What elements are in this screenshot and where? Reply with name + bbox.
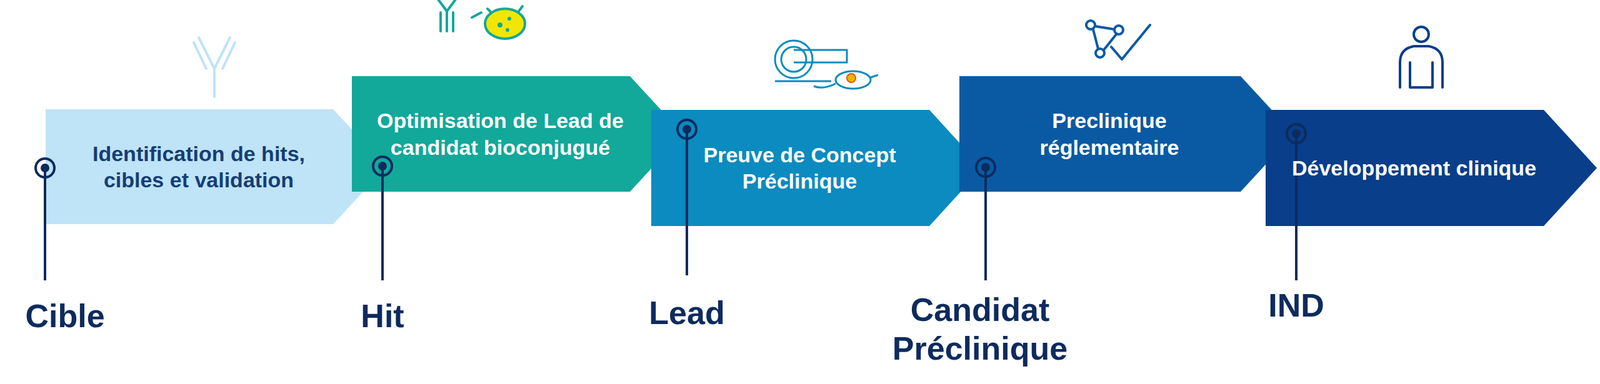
step-title: Preclinique réglementaire bbox=[984, 107, 1235, 161]
imaging-mouse-icon bbox=[775, 40, 879, 89]
chevron-fill bbox=[959, 76, 1294, 192]
milestone-label: Cible bbox=[2, 296, 128, 336]
person-icon bbox=[1400, 26, 1443, 88]
chevron-shape bbox=[651, 110, 983, 227]
milestone-label: Lead bbox=[605, 293, 769, 333]
chevron-shape bbox=[351, 76, 684, 192]
process-chevron: Développement clinique bbox=[1265, 110, 1597, 227]
milestone-label: Hit bbox=[320, 296, 445, 336]
chevron-fill bbox=[45, 109, 387, 225]
step-title: Développement clinique bbox=[1291, 155, 1537, 182]
chevron-shape bbox=[959, 76, 1294, 192]
process-chevron: Optimisation de Lead de candidat bioconj… bbox=[351, 76, 684, 192]
milestone-label: Candidat Préclinique bbox=[880, 290, 1080, 369]
chevron-fill bbox=[351, 76, 684, 192]
step-title: Optimisation de Lead de candidat bioconj… bbox=[376, 107, 624, 161]
process-chevron: Preclinique réglementaire bbox=[959, 76, 1294, 192]
chevron-text-box: Preuve de Concept Préclinique bbox=[676, 116, 924, 220]
chevron-text-box: Optimisation de Lead de candidat bioconj… bbox=[376, 82, 624, 186]
chevron-text-box: Développement clinique bbox=[1290, 116, 1538, 220]
chevron-text-box: Identification de hits, cibles et valida… bbox=[70, 115, 327, 219]
step-title: Identification de hits, cibles et valida… bbox=[70, 140, 327, 194]
antibody-cell-icon bbox=[436, 0, 525, 39]
chevron-fill bbox=[651, 110, 983, 227]
antibody-icon bbox=[193, 37, 235, 97]
chevron-text-box: Preclinique réglementaire bbox=[984, 82, 1235, 186]
process-chevron: Preuve de Concept Préclinique bbox=[651, 110, 983, 227]
milestone-label: IND bbox=[1233, 286, 1359, 325]
molecule-check-icon bbox=[1086, 20, 1150, 60]
chevron-fill bbox=[1265, 110, 1597, 227]
process-chevron: Identification de hits, cibles et valida… bbox=[45, 109, 387, 225]
chevron-shape bbox=[45, 109, 387, 225]
step-title: Preuve de Concept Préclinique bbox=[676, 141, 924, 195]
